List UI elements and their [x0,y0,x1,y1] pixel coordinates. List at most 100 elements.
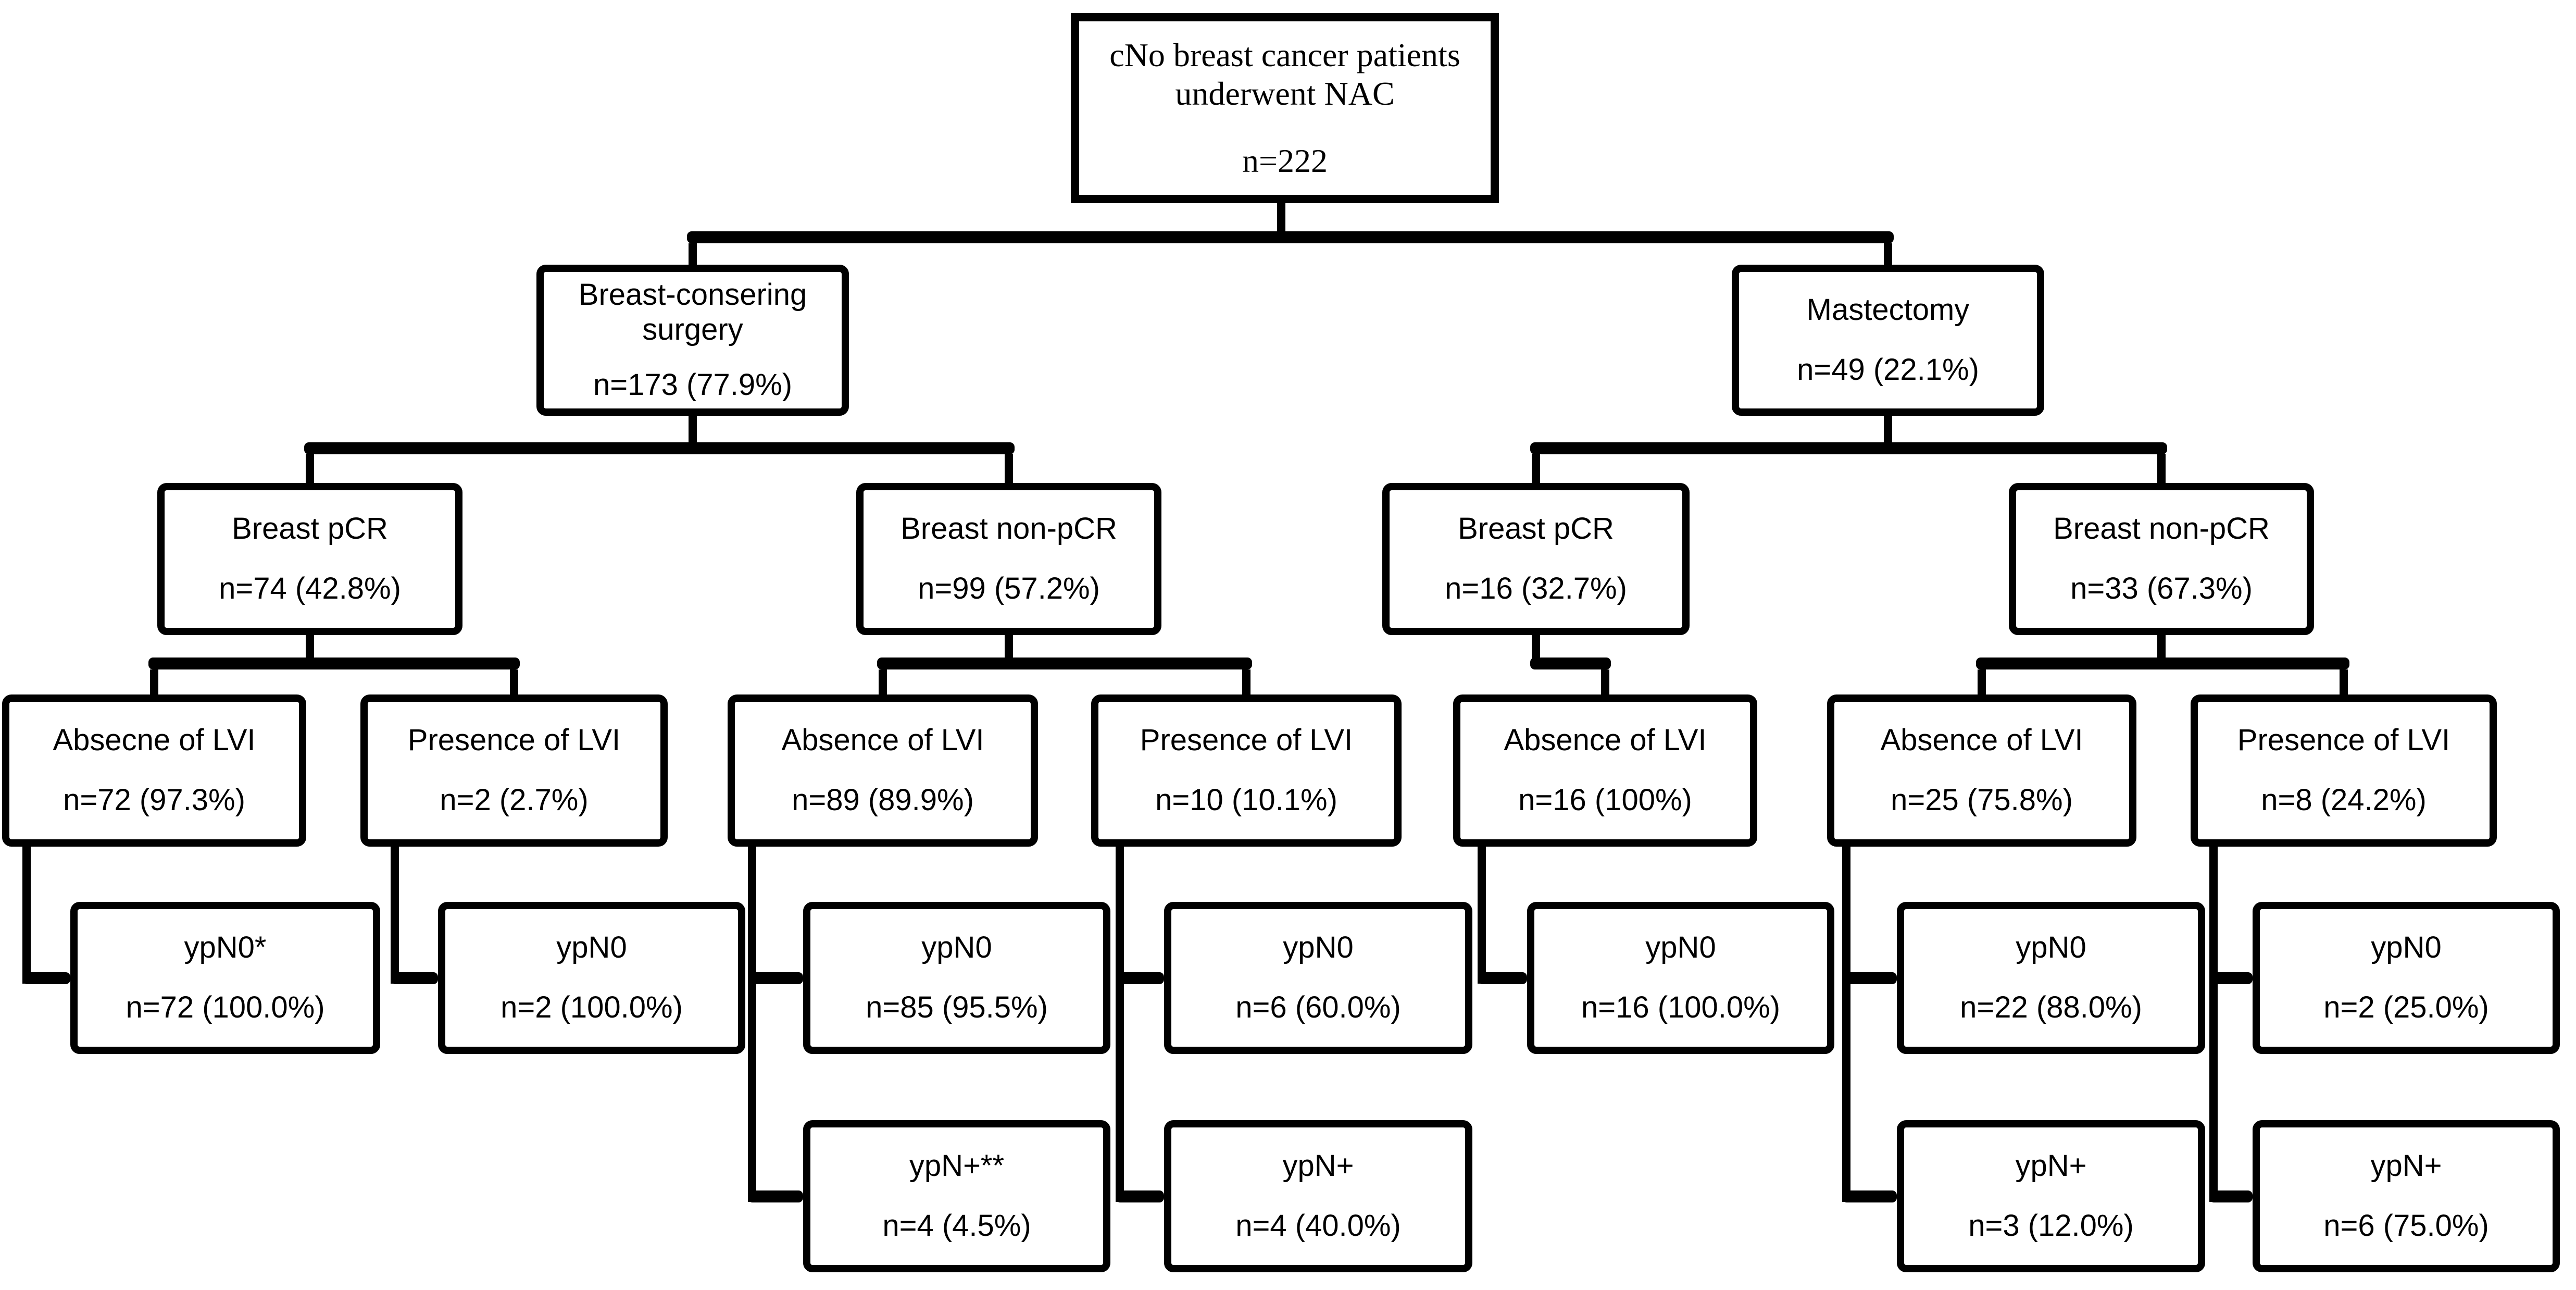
connector-line [1005,454,1013,483]
connector-line [2157,454,2166,483]
node-count: n=4 (4.5%) [882,1209,1031,1243]
node-count: n=16 (32.7%) [1445,572,1627,605]
connector-line [22,972,70,984]
node-label: Absence of LVI [1880,723,2083,758]
node-ypn0-mast-pcr-absence: ypN0 n=16 (100.0%) [1527,902,1834,1054]
connector-line [1277,203,1285,234]
node-lvi-absence-bcs-pcr: Absecne of LVI n=72 (97.3%) [2,694,306,847]
node-label: Absecne of LVI [53,723,256,758]
connector-line [1116,1190,1164,1202]
node-label: Presence of LVI [1140,723,1353,758]
node-lvi-presence-bcs-pcr: Presence of LVI n=2 (2.7%) [360,694,668,847]
node-count: n=173 (77.9%) [593,368,793,402]
node-lvi-absence-bcs-nonpcr: Absence of LVI n=89 (89.9%) [728,694,1038,847]
node-count: n=3 (12.0%) [1968,1209,2134,1243]
node-label: Breast non-pCR [2053,512,2270,546]
node-label: Breast-consering surgery [579,278,807,347]
node-ypn0-bcs-pcr-presence: ypN0 n=2 (100.0%) [438,902,745,1054]
node-label: Presence of LVI [407,723,621,758]
node-mastectomy: Mastectomy n=49 (22.1%) [1732,265,2044,416]
node-count: n=2 (2.7%) [440,783,589,817]
connector-line [1478,847,1486,984]
node-lvi-absence-mast-nonpcr: Absence of LVI n=25 (75.8%) [1827,694,2136,847]
node-count: n=99 (57.2%) [918,572,1100,605]
connector-line [22,847,31,984]
node-label: Absence of LVI [1504,723,1707,758]
node-label-line2: surgery [642,312,743,346]
node-count: n=85 (95.5%) [866,990,1048,1024]
node-label: ypN0 [556,931,627,965]
node-ypnplus-mast-nonpcr-absence: ypN+ n=3 (12.0%) [1897,1120,2205,1272]
connector-line [1005,635,1013,661]
node-bcs-breast-pcr: Breast pCR n=74 (42.8%) [157,483,462,635]
node-lvi-presence-mast-nonpcr: Presence of LVI n=8 (24.2%) [2191,694,2497,847]
node-count: n=16 (100.0%) [1581,990,1781,1024]
connector-line [687,231,1894,243]
node-label-line1: cNo breast cancer patients [1109,36,1460,74]
node-count: n=72 (100.0%) [126,990,325,1024]
connector-line [2209,847,2218,1202]
node-label-line2: underwent NAC [1175,75,1395,112]
connector-line [879,669,887,694]
connector-line [148,658,520,669]
node-label: cNo breast cancer patients underwent NAC [1109,36,1460,113]
connector-line [391,847,399,984]
connector-line [510,669,518,694]
connector-line [1884,416,1892,448]
connector-line [306,454,314,483]
node-label: ypN0* [184,931,267,965]
node-count: n=2 (25.0%) [2323,990,2489,1024]
connector-line [304,442,1015,454]
connector-line [2340,669,2348,694]
node-count: n=22 (88.0%) [1960,990,2142,1024]
connector-line [1842,972,1897,984]
node-ypn0-mast-nonpcr-absence: ypN0 n=22 (88.0%) [1897,902,2205,1054]
connector-line [1976,658,2349,669]
connector-line [689,416,697,448]
connector-line [2209,972,2253,984]
connector-line [1530,442,2167,454]
node-label: ypN+ [2370,1149,2442,1183]
connector-line [1116,847,1124,1202]
node-label: Breast pCR [232,512,388,546]
connector-line [748,972,803,984]
connector-line [306,635,314,661]
node-label: ypN0 [921,931,992,965]
node-label: Mastectomy [1806,293,1970,327]
node-label: ypN0 [2016,931,2086,965]
node-count: n=72 (97.3%) [63,783,245,817]
connector-line [1532,635,1540,661]
node-count: n=74 (42.8%) [219,572,401,605]
connector-line [1116,972,1164,984]
connector-line [1530,658,1611,669]
connector-line [1478,972,1527,984]
connector-line [2209,1190,2253,1202]
connector-line [748,1190,803,1202]
node-label: ypN+ [2015,1149,2087,1183]
node-count: n=222 [1242,142,1328,180]
connector-line [1842,1190,1897,1202]
node-label: ypN0 [1645,931,1716,965]
node-lvi-presence-bcs-nonpcr: Presence of LVI n=10 (10.1%) [1091,694,1402,847]
connector-line [1978,669,1986,694]
connector-line [748,847,756,1202]
node-ypn0-mast-nonpcr-presence: ypN0 n=2 (25.0%) [2253,902,2560,1054]
node-label: Absence of LVI [781,723,984,758]
node-breast-conserving-surgery: Breast-consering surgery n=173 (77.9%) [536,265,849,416]
node-label: Breast non-pCR [901,512,1117,546]
node-ypn0-bcs-nonpcr-presence: ypN0 n=6 (60.0%) [1164,902,1472,1054]
node-count: n=89 (89.9%) [792,783,974,817]
connector-line [1842,847,1850,1202]
node-count: n=6 (75.0%) [2323,1209,2489,1243]
connector-line [1601,669,1609,694]
node-label: ypN0 [1283,931,1354,965]
node-count: n=16 (100%) [1518,783,1692,817]
node-ypnplus-bcs-nonpcr-presence: ypN+ n=4 (40.0%) [1164,1120,1472,1272]
node-count: n=25 (75.8%) [1891,783,2073,817]
connector-line [1884,243,1892,265]
connector-line [1532,454,1540,483]
node-ypn0-bcs-nonpcr-absence: ypN0 n=85 (95.5%) [803,902,1110,1054]
node-count: n=49 (22.1%) [1797,353,1979,387]
node-bcs-breast-non-pcr: Breast non-pCR n=99 (57.2%) [856,483,1161,635]
node-ypnplus-bcs-nonpcr-absence: ypN+** n=4 (4.5%) [803,1120,1110,1272]
